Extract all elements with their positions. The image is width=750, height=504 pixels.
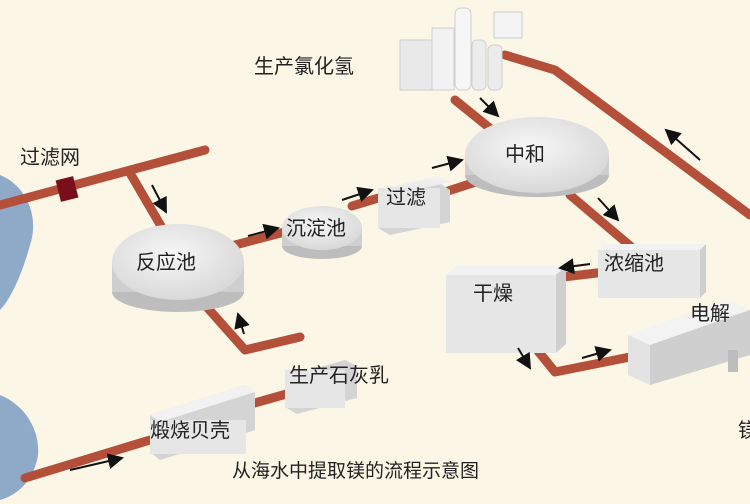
label-concentration-tank: 浓缩池 xyxy=(604,251,664,275)
box-lime-milk xyxy=(285,360,357,414)
label-filter-net: 过滤网 xyxy=(20,145,80,169)
box-drying xyxy=(446,266,566,353)
arrow-to-neutral xyxy=(431,155,464,172)
flow-arrows xyxy=(69,97,701,471)
arrow-to-elec xyxy=(581,346,612,362)
box-concentration xyxy=(598,244,706,298)
label-settling-tank: 沉淀池 xyxy=(286,216,346,240)
hcl-plant-icon xyxy=(399,7,523,91)
label-lime-milk: 生产石灰乳 xyxy=(289,363,389,387)
arrow-sea-shell xyxy=(69,453,124,471)
arrow-hcl-down xyxy=(479,97,500,118)
label-neutralization: 中和 xyxy=(505,142,545,166)
pipe-neutral-conc xyxy=(565,190,640,255)
pipe-lime-reactor xyxy=(200,300,305,355)
label-magnesium-partial: 镁 xyxy=(738,420,750,440)
pipe-hcl-return xyxy=(500,50,750,220)
label-hcl-production: 生产氯化氢 xyxy=(254,54,354,78)
label-calcine-shells: 煅烧贝壳 xyxy=(150,418,230,442)
tank-settling xyxy=(282,206,362,259)
arrow-return-up xyxy=(664,128,701,161)
arrow-to-dry xyxy=(558,258,591,275)
tank-neutralization xyxy=(465,117,609,197)
arrow-to-filter xyxy=(341,186,374,203)
arrow-intake-down xyxy=(151,184,167,214)
pipe-intake xyxy=(0,145,210,210)
arrow-lime-up xyxy=(234,312,250,335)
sea-upper xyxy=(0,175,34,310)
label-reactor: 反应池 xyxy=(136,250,196,274)
box-electrolysis xyxy=(628,300,750,385)
box-filter xyxy=(378,176,450,235)
label-drying: 干燥 xyxy=(473,281,513,305)
pipe-sea-shell xyxy=(20,435,155,483)
filter-net-icon xyxy=(55,176,79,202)
arrow-dry-down xyxy=(515,347,532,370)
diagram-caption: 从海水中提取镁的流程示意图 xyxy=(232,460,480,482)
sea-lower xyxy=(0,395,39,500)
arrow-to-conc xyxy=(597,197,620,222)
label-electrolysis: 电解 xyxy=(690,301,730,325)
label-filter: 过滤 xyxy=(386,185,426,209)
box-calcine xyxy=(150,385,255,460)
tank-reactor xyxy=(112,224,244,312)
arrow-to-settling xyxy=(247,223,280,240)
